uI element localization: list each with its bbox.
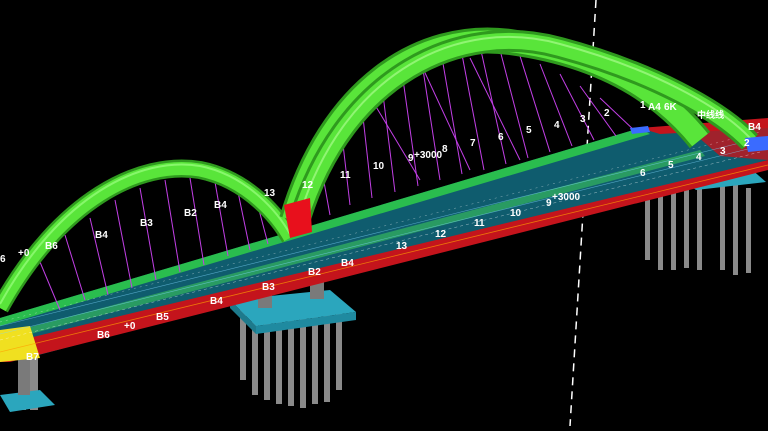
label: 3 [720,146,726,157]
label: B7 [26,352,39,363]
label: 10 [510,208,522,219]
label: A4 [648,102,661,113]
label: 6 [0,254,6,265]
label: B3 [140,218,153,229]
label: 11 [474,218,485,229]
label: +0 [124,321,136,332]
label: 9 [408,153,414,164]
hangers-small-arch [39,177,269,311]
label: 12 [302,180,314,191]
label: B4 [95,230,108,241]
arch-rib-large [279,27,759,224]
label: 7 [470,138,476,149]
label: B2 [308,267,321,278]
label: B4 [210,296,223,307]
abutment-cap-left [0,390,55,412]
arch-springing-block [284,198,312,238]
model-labels: 6 +0 B6 B4 B3 B2 B4 13 12 11 10 9 +3000 … [0,100,761,363]
label: 11 [340,170,351,181]
bridge-deck [0,118,768,362]
arch-rib-small [0,159,298,313]
label: B2 [184,208,197,219]
pier-piles-left [240,300,342,408]
label: B4 [748,122,761,133]
label: 13 [396,241,408,252]
label: +0 [18,248,30,259]
label: 13 [264,188,276,199]
label: +3000 [552,192,581,203]
label: B4 [214,200,227,211]
label: 1 [640,100,646,111]
label: +3000 [414,150,443,161]
pier-piles-right [645,180,751,275]
label: 12 [435,229,447,240]
label: 5 [668,160,674,171]
label: B6 [97,330,110,341]
label: 6K [664,102,678,113]
label: B5 [156,312,169,323]
bearing-marker-right [630,126,650,134]
label: 2 [604,108,610,119]
label: 9 [546,198,552,209]
label: 4 [696,152,702,163]
label: B4 [341,258,354,269]
label: 中线线 [697,109,724,120]
label: 5 [526,125,532,136]
label: B3 [262,282,275,293]
label: 2 [744,138,750,149]
label: 4 [554,120,560,131]
label: 10 [373,161,385,172]
label: 8 [442,144,448,155]
label: 3 [580,114,586,125]
abutment-column [18,350,30,395]
bearing-marker-far [745,136,768,152]
label: B6 [45,241,58,252]
hangers-big-arch [319,43,637,216]
label: 6 [498,132,504,143]
label: 6 [640,168,646,179]
